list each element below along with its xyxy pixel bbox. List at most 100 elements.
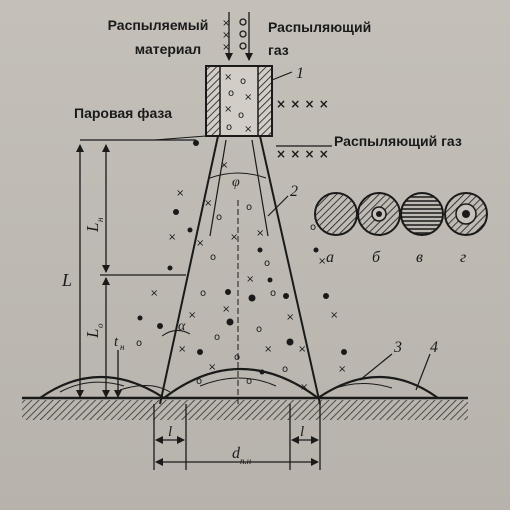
- svg-text:o: o: [196, 376, 202, 387]
- svg-text:o: o: [270, 288, 276, 299]
- svg-text:o: o: [256, 324, 262, 335]
- dimension-lines: [76, 139, 196, 398]
- svg-text:t: t: [114, 334, 119, 350]
- substrate: [22, 396, 468, 420]
- coating-layer: [39, 367, 439, 399]
- label-l-left: l: [168, 424, 172, 440]
- svg-text:×: ×: [178, 344, 186, 355]
- svg-text:o: o: [310, 222, 316, 233]
- side-gas-inlet-lower: × × × ×: [276, 145, 332, 161]
- svg-text:×: ×: [264, 344, 272, 355]
- svg-text:б: б: [372, 249, 381, 266]
- svg-text:o: o: [234, 352, 240, 363]
- svg-text:материал: материал: [135, 41, 201, 57]
- svg-text:×: ×: [224, 104, 232, 115]
- svg-text:×: ×: [208, 362, 216, 373]
- angle-phi: φ: [232, 175, 240, 190]
- marker-4: 4: [415, 339, 438, 391]
- label-Lo: L о: [83, 323, 105, 339]
- sprayed-material-label: Распыляемый материал: [108, 17, 209, 57]
- svg-text:×: ×: [318, 256, 326, 267]
- svg-text:×: ×: [244, 92, 252, 103]
- spray-gas-side-label: Распыляющий газ: [334, 133, 462, 149]
- svg-text:o: o: [226, 122, 232, 133]
- svg-text:×: ×: [222, 304, 230, 315]
- svg-text:o: o: [246, 202, 252, 213]
- svg-text:×: ×: [204, 198, 212, 209]
- svg-text:o: o: [282, 364, 288, 375]
- svg-text:×: ×: [168, 232, 176, 243]
- svg-text:3: 3: [393, 339, 402, 356]
- svg-text:×: ×: [256, 228, 264, 239]
- svg-text:o: o: [136, 338, 142, 349]
- spray-particles: ××o ×o× o×o ×o× o×o ×o× o×o ×o× o× ××× ×…: [136, 160, 346, 393]
- svg-text:×: ×: [298, 344, 306, 355]
- svg-text:Распыляющий: Распыляющий: [268, 19, 371, 35]
- svg-text:× × × ×: × × × ×: [276, 97, 329, 111]
- vapor-phase-label: Паровая фаза: [74, 105, 172, 121]
- gas-feed-arrow: [239, 12, 253, 61]
- svg-text:н: н: [120, 342, 125, 352]
- svg-text:×: ×: [244, 124, 252, 135]
- angle-alpha: α: [178, 319, 186, 334]
- material-feed-arrow: × × ×: [222, 12, 233, 61]
- label-Lh: L н: [83, 217, 105, 233]
- svg-text:×: ×: [150, 288, 158, 299]
- svg-text:×: ×: [176, 188, 184, 199]
- svg-text:×: ×: [222, 18, 230, 29]
- svg-text:d: d: [232, 445, 241, 462]
- svg-text:o: o: [264, 258, 270, 269]
- svg-text:o: o: [200, 288, 206, 299]
- svg-text:o: o: [210, 252, 216, 263]
- svg-text:×: ×: [188, 310, 196, 321]
- svg-text:г: г: [460, 249, 466, 266]
- svg-text:×: ×: [224, 72, 232, 83]
- svg-text:в: в: [416, 249, 423, 266]
- svg-text:×: ×: [220, 160, 228, 171]
- svg-text:o: o: [238, 110, 244, 121]
- spray-gas-top-label: Распыляющий газ: [268, 19, 371, 58]
- svg-text:o: o: [216, 212, 222, 223]
- nozzle: ×oo ××o o×: [205, 65, 273, 137]
- svg-text:o: o: [214, 332, 220, 343]
- svg-text:×: ×: [222, 42, 230, 53]
- svg-text:×: ×: [196, 238, 204, 249]
- svg-text:1: 1: [296, 65, 304, 82]
- label-l-right: l: [300, 424, 304, 440]
- svg-text:o: o: [240, 76, 246, 87]
- svg-text:L: L: [83, 223, 102, 233]
- svg-text:а: а: [326, 249, 334, 266]
- svg-text:п.н: п.н: [240, 456, 252, 466]
- label-L: L: [61, 270, 72, 290]
- svg-text:×: ×: [222, 30, 230, 41]
- svg-text:×: ×: [230, 232, 238, 243]
- svg-text:×: ×: [330, 310, 338, 321]
- cross-section-v: в: [400, 192, 444, 266]
- label-th: t н: [114, 334, 125, 352]
- label-d: d п.н: [232, 445, 252, 466]
- side-gas-inlet-upper: × × × ×: [276, 97, 329, 111]
- svg-text:газ: газ: [268, 42, 289, 58]
- marker-3: 3: [359, 339, 402, 381]
- bottom-dimensions: [153, 404, 321, 470]
- svg-text:L: L: [83, 329, 102, 339]
- marker-1: 1: [271, 65, 304, 82]
- svg-text:×: ×: [338, 364, 346, 375]
- svg-text:× × × ×: × × × ×: [276, 147, 329, 161]
- svg-text:×: ×: [246, 274, 254, 285]
- svg-text:o: o: [246, 376, 252, 387]
- svg-text:×: ×: [286, 312, 294, 323]
- vapor-phase-dot: [193, 140, 199, 146]
- svg-text:2: 2: [290, 183, 298, 200]
- cross-section-a: а: [314, 192, 358, 266]
- svg-text:Распыляемый: Распыляемый: [108, 17, 209, 33]
- spray-cone: [153, 135, 321, 405]
- spray-dots: [137, 209, 347, 375]
- svg-text:н: н: [95, 217, 105, 222]
- svg-text:o: o: [228, 88, 234, 99]
- marker-2: 2: [267, 183, 298, 217]
- cross-section-g: г: [444, 192, 488, 266]
- svg-text:4: 4: [430, 339, 438, 356]
